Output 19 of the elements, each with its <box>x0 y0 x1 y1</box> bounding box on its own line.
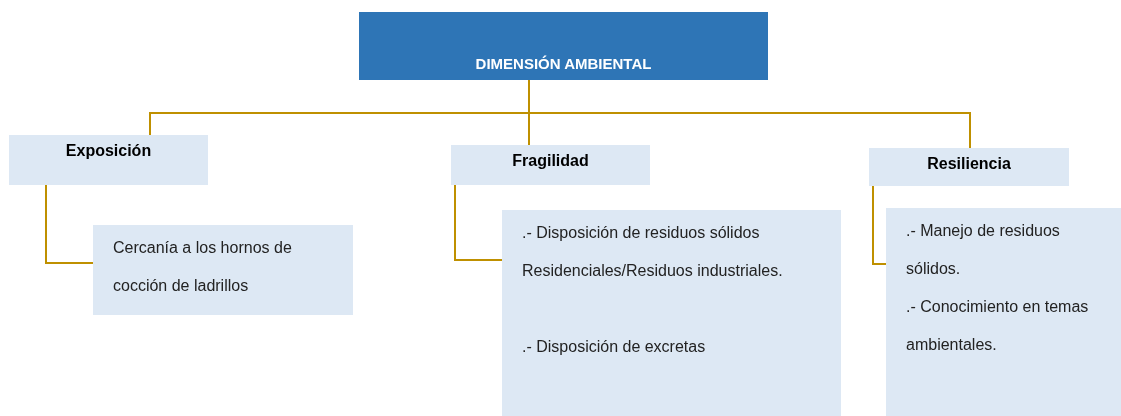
description-text: .- Manejo de residuos sólidos. <box>906 221 1061 279</box>
connector-line <box>872 185 887 265</box>
description-text: Cercanía a los hornos de cocción de ladrillos <box>113 238 293 296</box>
title-box <box>359 12 768 80</box>
heading-text: Resiliencia <box>926 154 1012 174</box>
category-box <box>9 135 208 185</box>
heading-text: DIMENSIÓN AMBIENTAL <box>474 54 653 74</box>
description-text: .- Disposición de residuos sólidos Residenciales/Residuos industriales. <box>522 223 784 281</box>
detail-box <box>886 208 1121 416</box>
connector-line <box>45 184 94 264</box>
detail-box <box>93 225 353 315</box>
connector-line <box>454 184 503 261</box>
heading-text: Exposición <box>64 141 153 161</box>
description-text: .- Conocimiento en temas ambientales. <box>906 297 1090 355</box>
category-box <box>451 145 650 185</box>
heading-text: Fragilidad <box>511 151 590 171</box>
detail-box <box>502 210 841 416</box>
description-text: .- Disposición de excretas <box>522 337 707 357</box>
category-box <box>869 148 1069 186</box>
